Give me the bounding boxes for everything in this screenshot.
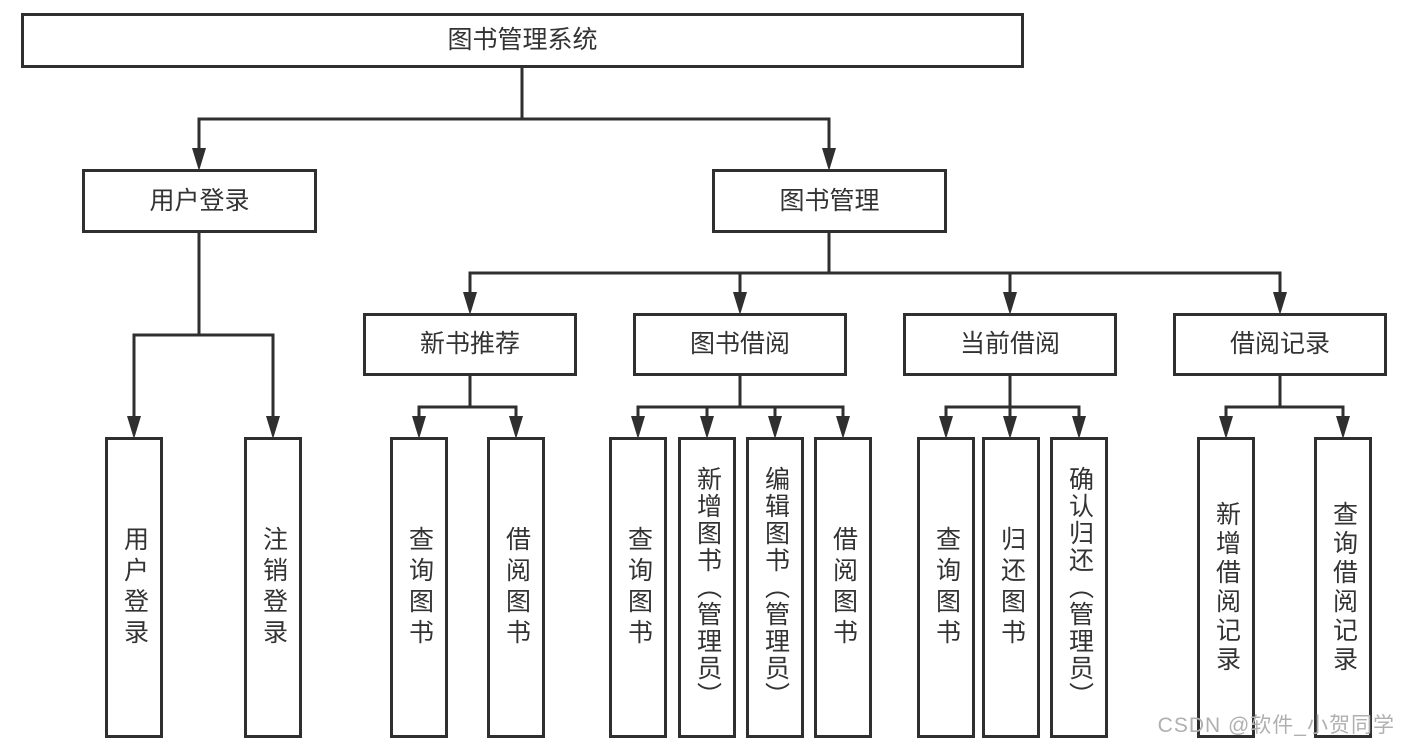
csdn-watermark: CSDN @软件_小贺同学 [1157, 714, 1395, 737]
node-book-management: 图书管理 [712, 169, 947, 233]
node-borrowing-records: 借阅记录 [1173, 313, 1387, 376]
leaf-recommend-query-books: 查询图书 [390, 437, 448, 738]
node-new-book-recommend: 新书推荐 [363, 313, 577, 376]
node-label: 图书管理系统 [447, 26, 598, 54]
node-current-borrowing: 当前借阅 [903, 313, 1117, 376]
node-label: 借阅图书 [829, 525, 858, 650]
leaf-add-borrow-record: 新增借阅记录 [1197, 437, 1255, 738]
node-label: 图书管理 [779, 186, 880, 215]
node-label: 查询图书 [405, 525, 434, 650]
node-label: 新增图书（管理员） [693, 466, 722, 709]
connector-path [132, 66, 1345, 420]
leaf-logout: 注销登录 [244, 437, 302, 738]
leaf-query-borrow-record: 查询借阅记录 [1314, 437, 1372, 738]
node-label: 新增借阅记录 [1212, 500, 1241, 675]
node-label: 查询借阅记录 [1329, 500, 1358, 675]
node-label: 新书推荐 [419, 330, 520, 358]
node-label: 归还图书 [997, 525, 1026, 650]
node-label: 用户登录 [149, 186, 250, 215]
leaf-borrowing-borrow-books: 借阅图书 [814, 437, 872, 738]
node-label: 查询图书 [624, 525, 653, 650]
arrowheads [127, 148, 1350, 439]
node-label: 借阅图书 [502, 525, 531, 650]
leaf-edit-books-admin: 编辑图书（管理员） [746, 437, 804, 738]
node-label: 用户登录 [120, 525, 149, 650]
node-book-borrowing: 图书借阅 [633, 313, 847, 376]
node-label: 图书借阅 [689, 330, 790, 358]
node-label: 查询图书 [932, 525, 961, 650]
node-label: 注销登录 [259, 525, 288, 650]
node-label: 确认归还（管理员） [1065, 466, 1094, 709]
node-label: 编辑图书（管理员） [761, 466, 790, 709]
leaf-return-books: 归还图书 [982, 437, 1040, 738]
leaf-confirm-return-admin: 确认归还（管理员） [1050, 437, 1108, 738]
node-user-login: 用户登录 [82, 169, 317, 233]
node-label: 当前借阅 [959, 330, 1060, 358]
leaf-current-query-books: 查询图书 [917, 437, 975, 738]
leaf-borrowing-query-books: 查询图书 [609, 437, 667, 738]
node-label: 借阅记录 [1229, 330, 1330, 358]
leaf-user-login: 用户登录 [105, 437, 163, 738]
leaf-add-books-admin: 新增图书（管理员） [678, 437, 736, 738]
leaf-recommend-borrow-books: 借阅图书 [487, 437, 545, 738]
node-root-library-system: 图书管理系统 [21, 13, 1024, 68]
